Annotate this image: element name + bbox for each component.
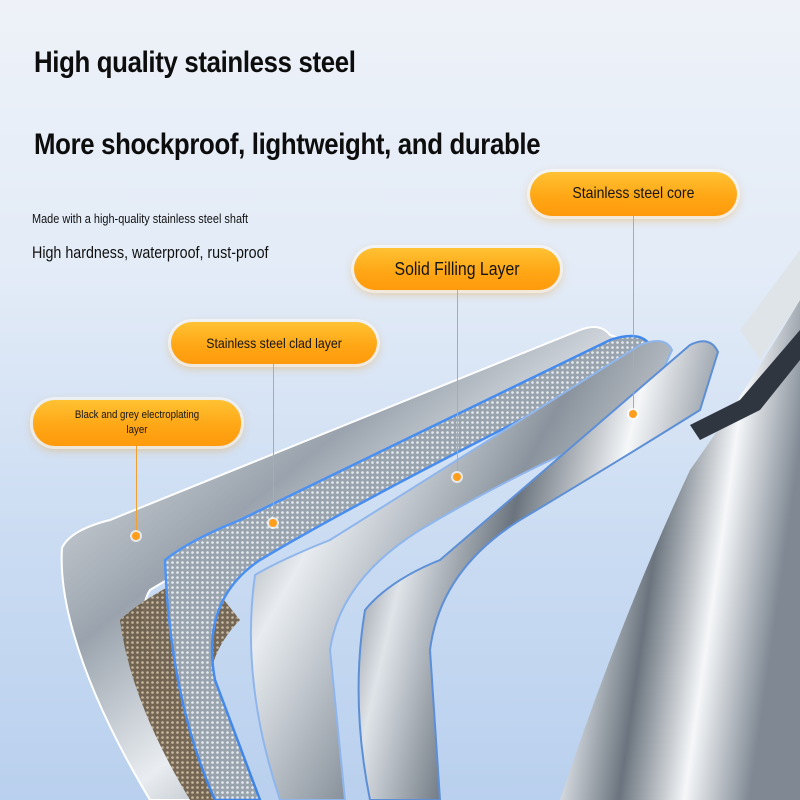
- label-electroplating-layer: Black and grey electroplating layer: [33, 400, 241, 446]
- description-shaft: Made with a high-quality stainless steel…: [32, 211, 249, 226]
- core-layer-shape: [357, 340, 720, 800]
- label-stainless-steel-clad-layer: Stainless steel clad layer: [171, 322, 377, 364]
- filling-layer-shape: [249, 340, 674, 800]
- clad-layer-shape: [163, 334, 652, 800]
- pointer-dot-electroplating: [132, 532, 140, 540]
- pointer-dot-core: [629, 410, 637, 418]
- subheadline: More shockproof, lightweight, and durabl…: [34, 128, 541, 161]
- label-text: Black and grey electroplating layer: [74, 409, 200, 436]
- leader-line-core: [633, 216, 634, 412]
- pointer-dot-filling: [453, 473, 461, 481]
- label-stainless-steel-core: Stainless steel core: [530, 172, 737, 216]
- leader-line-filling: [457, 290, 458, 475]
- leader-line-clad: [273, 364, 274, 521]
- description-properties: High hardness, waterproof, rust-proof: [32, 243, 269, 262]
- leader-line-electroplating: [136, 446, 137, 534]
- label-text: Stainless steel clad layer: [206, 335, 342, 351]
- label-text: Stainless steel core: [572, 185, 695, 202]
- pointer-dot-clad: [269, 519, 277, 527]
- label-solid-filling-layer: Solid Filling Layer: [354, 248, 560, 290]
- headline: High quality stainless steel: [34, 46, 356, 79]
- shaft-body-shape: [560, 300, 800, 800]
- label-text: Solid Filling Layer: [394, 258, 520, 279]
